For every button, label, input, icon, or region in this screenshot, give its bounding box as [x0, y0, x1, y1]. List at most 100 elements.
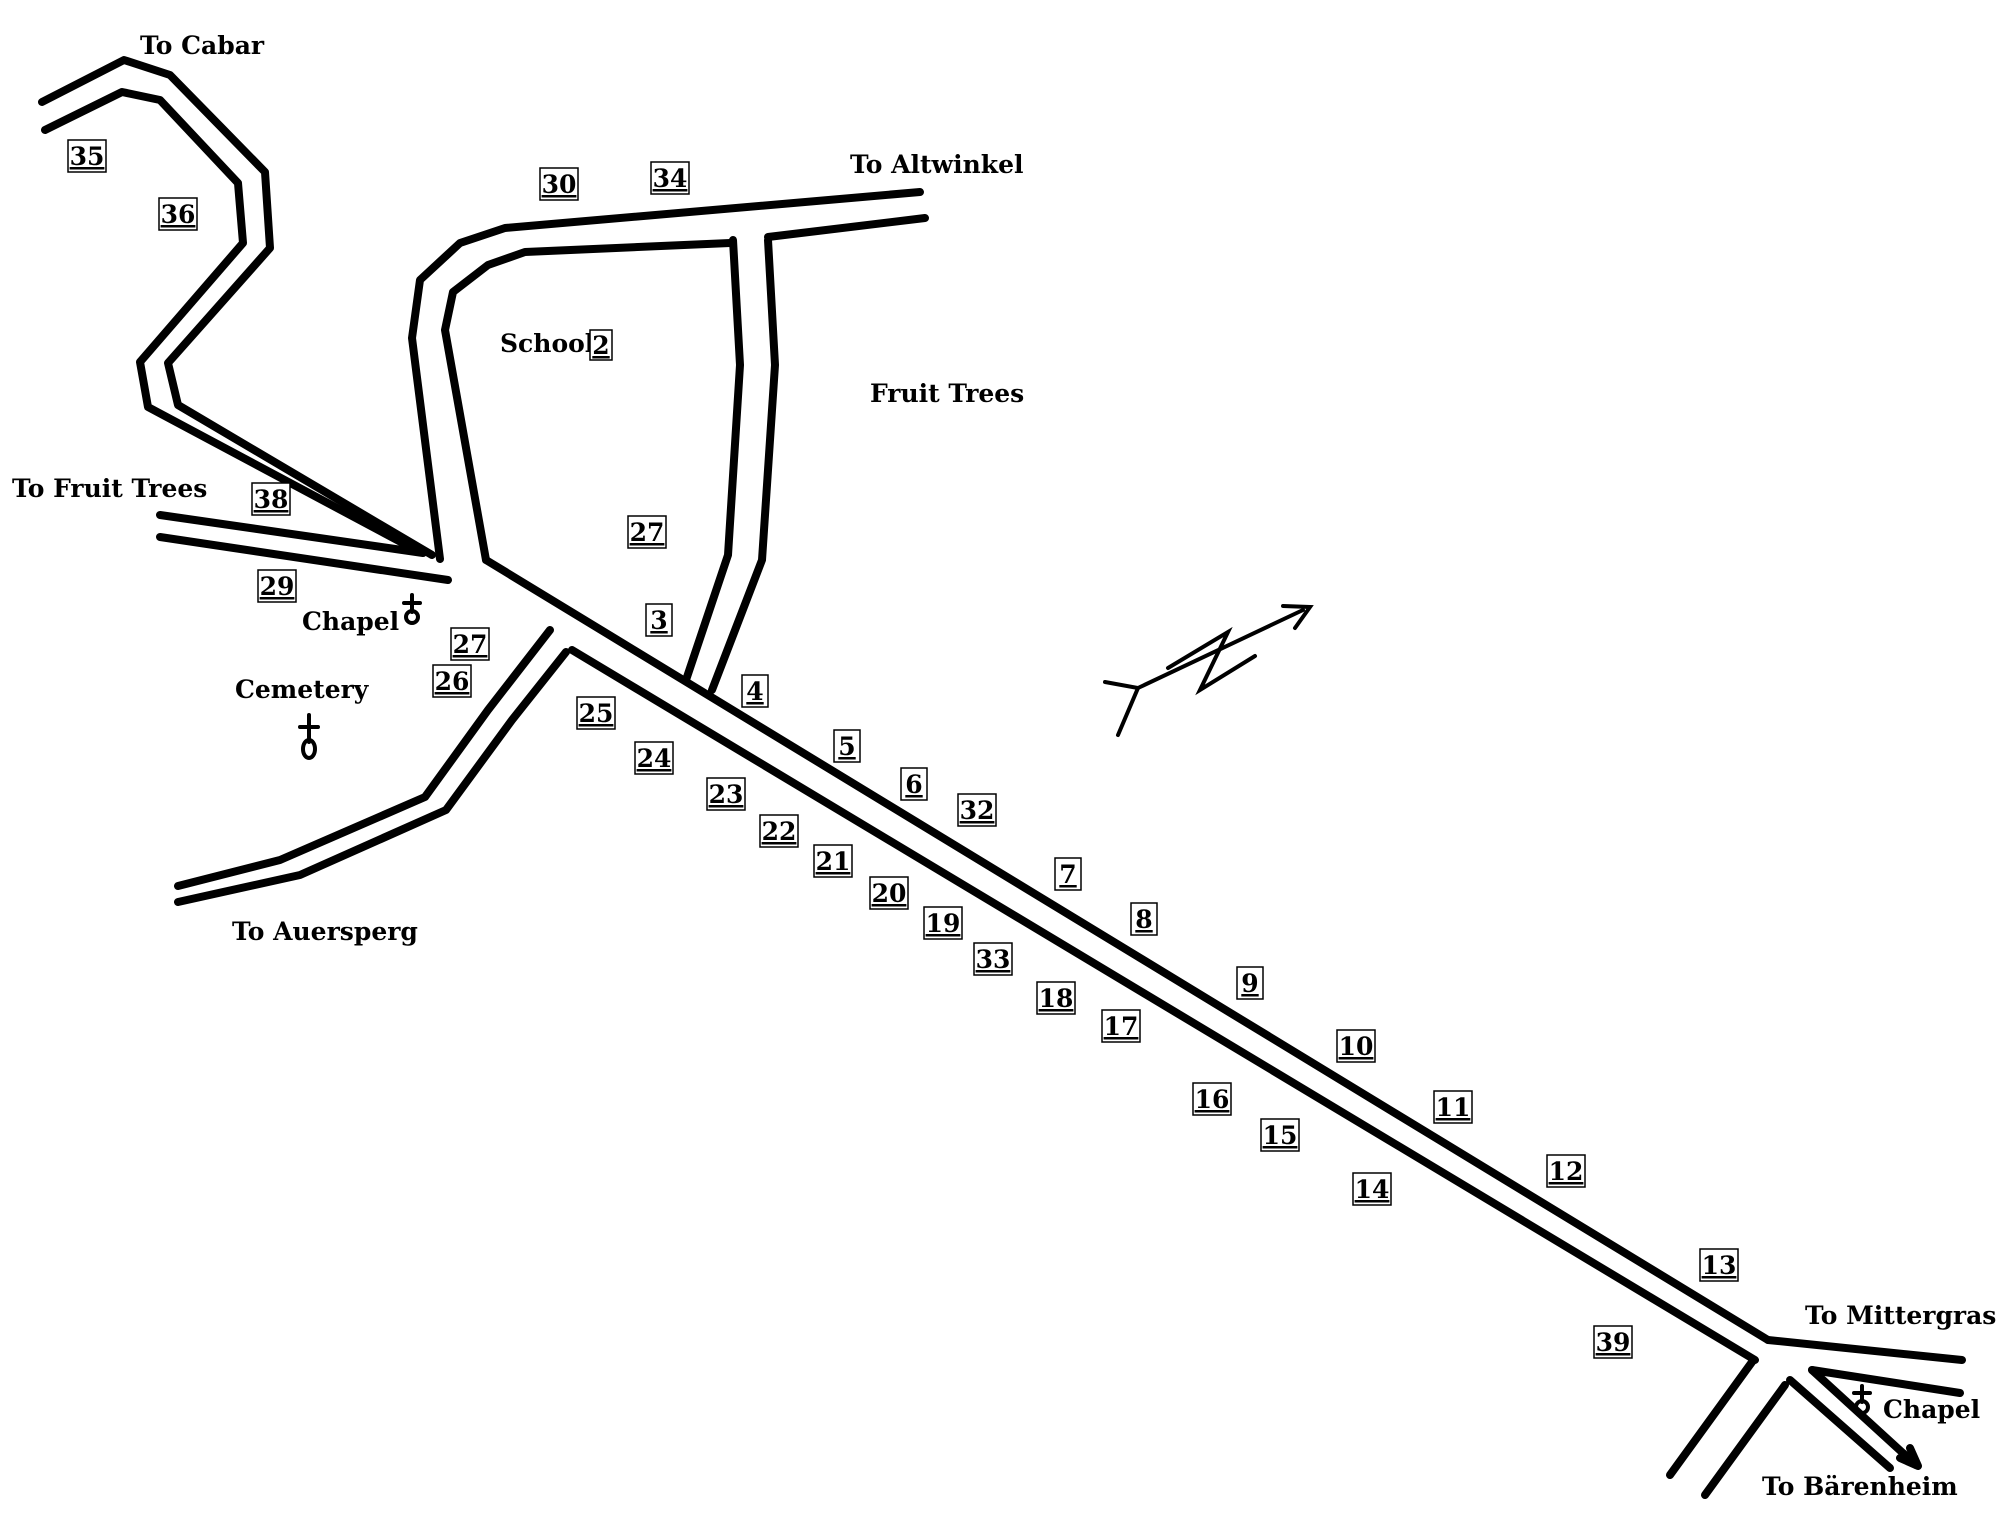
- house-number: 23: [709, 780, 744, 809]
- house-number: 34: [653, 164, 688, 193]
- house-number-marker: 14: [1352, 1172, 1392, 1206]
- house-number-marker: 29: [257, 569, 297, 603]
- roads: [38, 56, 1966, 1499]
- house-number-marker: 16: [1192, 1082, 1232, 1116]
- house-number: 27: [630, 518, 665, 547]
- house-number: 30: [542, 170, 577, 199]
- house-number-marker: 13: [1699, 1248, 1739, 1282]
- house-number-marker: 5: [833, 729, 861, 763]
- label-to-altwinkel: To Altwinkel: [850, 150, 1023, 179]
- house-number-marker: 18: [1036, 981, 1076, 1015]
- label-fruit-trees: Fruit Trees: [870, 379, 1024, 408]
- house-number-marker: 34: [650, 161, 690, 195]
- house-number: 18: [1039, 984, 1074, 1013]
- house-numbers: 35 36 30 34 2 27 38 29 3 27 26 4 25 5 24…: [67, 139, 1739, 1359]
- label-school: School: [500, 329, 594, 358]
- house-number: 4: [746, 677, 763, 706]
- label-to-barenheim: To Bärenheim: [1762, 1472, 1958, 1501]
- barenheim-road-east: [1808, 1366, 1920, 1469]
- house-number-marker: 22: [759, 814, 799, 848]
- house-number: 2: [592, 331, 609, 360]
- house-number-marker: 8: [1130, 902, 1158, 936]
- house-number-marker: 26: [432, 664, 472, 698]
- label-chapel-east: Chapel: [1883, 1395, 1980, 1424]
- chapel-icon: [402, 593, 422, 625]
- north-lane-east: [708, 236, 779, 694]
- house-number: 25: [579, 699, 614, 728]
- sw-stub-road-north: [1666, 1358, 1756, 1479]
- house-number: 21: [816, 847, 851, 876]
- house-number: 12: [1549, 1157, 1584, 1186]
- label-to-auersperg: To Auersperg: [232, 917, 418, 946]
- house-number: 24: [637, 744, 672, 773]
- house-number-marker: 2: [589, 329, 613, 361]
- house-number-marker: 25: [576, 696, 616, 730]
- house-number: 14: [1355, 1175, 1390, 1204]
- cabar-road-outer: [38, 56, 436, 559]
- chapel-icon: [1852, 1384, 1872, 1415]
- house-number: 5: [838, 732, 855, 761]
- mittergras-road-north: [1764, 1336, 1966, 1364]
- sw-stub-road-south: [1701, 1381, 1789, 1499]
- house-number-marker: 7: [1054, 857, 1082, 891]
- house-number-marker: 3: [645, 603, 673, 637]
- house-number-marker: 27: [450, 627, 490, 661]
- main-road-north-edge: [482, 556, 1772, 1344]
- house-number-marker: 23: [706, 777, 746, 811]
- west-fruit-trees-road-south: [156, 533, 452, 584]
- house-number: 7: [1059, 860, 1076, 889]
- house-number: 10: [1339, 1032, 1374, 1061]
- house-number: 6: [905, 770, 922, 799]
- house-number-marker: 32: [957, 793, 997, 827]
- house-number-marker: 9: [1236, 966, 1264, 1000]
- auersperg-road-south: [174, 648, 570, 906]
- house-number: 13: [1702, 1251, 1737, 1280]
- house-number: 20: [872, 879, 907, 908]
- house-number: 3: [650, 606, 667, 635]
- house-number-marker: 4: [741, 674, 769, 708]
- house-number-marker: 10: [1336, 1029, 1376, 1063]
- house-number: 16: [1195, 1085, 1230, 1114]
- house-number: 15: [1263, 1121, 1298, 1150]
- house-number-marker: 27: [627, 515, 667, 549]
- label-to-fruit-trees: To Fruit Trees: [12, 474, 207, 503]
- house-number-marker: 24: [634, 741, 674, 775]
- north-arrow-icon: [1103, 604, 1314, 737]
- altwinkel-road-south: [764, 214, 929, 241]
- barenheim-arrow-head: [1896, 1444, 1922, 1470]
- label-to-mittergras: To Mittergras: [1805, 1301, 1996, 1330]
- house-number: 38: [254, 485, 289, 514]
- house-number-marker: 19: [923, 906, 963, 940]
- house-number: 35: [70, 142, 105, 171]
- label-to-cabar: To Cabar: [140, 31, 265, 60]
- house-number-marker: 20: [869, 876, 909, 910]
- house-number: 19: [926, 909, 961, 938]
- auersperg-road-north: [174, 626, 554, 890]
- house-number: 39: [1596, 1328, 1631, 1357]
- house-number-marker: 30: [539, 167, 579, 201]
- cemetery-cross-icon: [298, 713, 320, 760]
- house-number-marker: 15: [1260, 1118, 1300, 1152]
- house-number: 32: [960, 796, 995, 825]
- north-lane-west: [682, 236, 744, 684]
- school-loop-inner: [441, 239, 734, 564]
- main-road-south-edge: [568, 646, 1759, 1364]
- house-number-marker: 33: [973, 942, 1013, 976]
- school-loop-outer: [408, 188, 924, 563]
- house-number-marker: 11: [1433, 1090, 1473, 1124]
- house-number-marker: 6: [900, 767, 928, 801]
- house-number: 8: [1135, 905, 1152, 934]
- house-number: 9: [1241, 969, 1258, 998]
- west-fruit-trees-road-north: [156, 511, 427, 557]
- house-number-marker: 36: [158, 197, 198, 231]
- place-labels: To Cabar To Altwinkel School Fruit Trees…: [12, 31, 1996, 1501]
- house-number: 17: [1104, 1012, 1139, 1041]
- house-number: 27: [453, 630, 488, 659]
- house-number-marker: 17: [1101, 1009, 1141, 1043]
- house-number-marker: 38: [251, 482, 291, 516]
- house-number: 22: [762, 817, 797, 846]
- label-chapel-west: Chapel: [302, 607, 399, 636]
- house-number-marker: 12: [1546, 1154, 1586, 1188]
- house-number: 29: [260, 572, 295, 601]
